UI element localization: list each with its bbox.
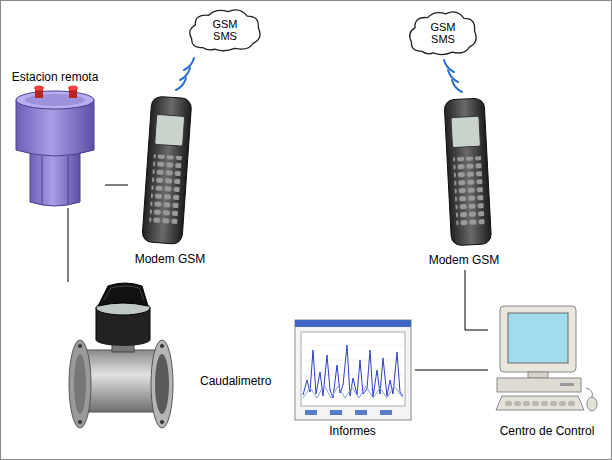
network-label: GSM SMS — [428, 21, 458, 45]
connector-line — [105, 185, 128, 186]
cloud: GSM SMS — [408, 10, 478, 56]
device-label: Informes — [329, 424, 376, 438]
device-label: Modem GSM — [429, 253, 500, 267]
connector-line — [465, 270, 488, 330]
cloud-text-box: GSM SMS — [188, 8, 262, 52]
radio-waves — [176, 58, 462, 92]
cloud-text-box: GSM SMS — [408, 10, 478, 56]
gsm-modem: Modem GSM — [420, 95, 508, 270]
device-label: Estacion remota — [12, 70, 99, 84]
computer — [496, 306, 597, 411]
report-window — [295, 320, 411, 420]
device-label: Caudalimetro — [200, 374, 271, 388]
remote-station — [16, 86, 94, 207]
remote-station: Estacion remota — [5, 68, 105, 208]
device-label: Centro de Control — [500, 424, 595, 438]
report-window: Informes — [290, 316, 415, 442]
connector-line — [415, 370, 488, 371]
connector-line — [68, 208, 69, 282]
network-label: GSM SMS — [210, 18, 240, 42]
gsm-modem — [444, 98, 492, 246]
control-center: Centro de Control — [488, 300, 606, 442]
flow-meter — [69, 283, 173, 428]
device-label: Modem GSM — [135, 252, 206, 266]
flow-meter: Caudalimetro — [62, 282, 292, 438]
cloud: GSM SMS — [188, 8, 262, 52]
gsm-modem — [142, 96, 192, 244]
gsm-modem: Modem GSM — [128, 92, 212, 272]
